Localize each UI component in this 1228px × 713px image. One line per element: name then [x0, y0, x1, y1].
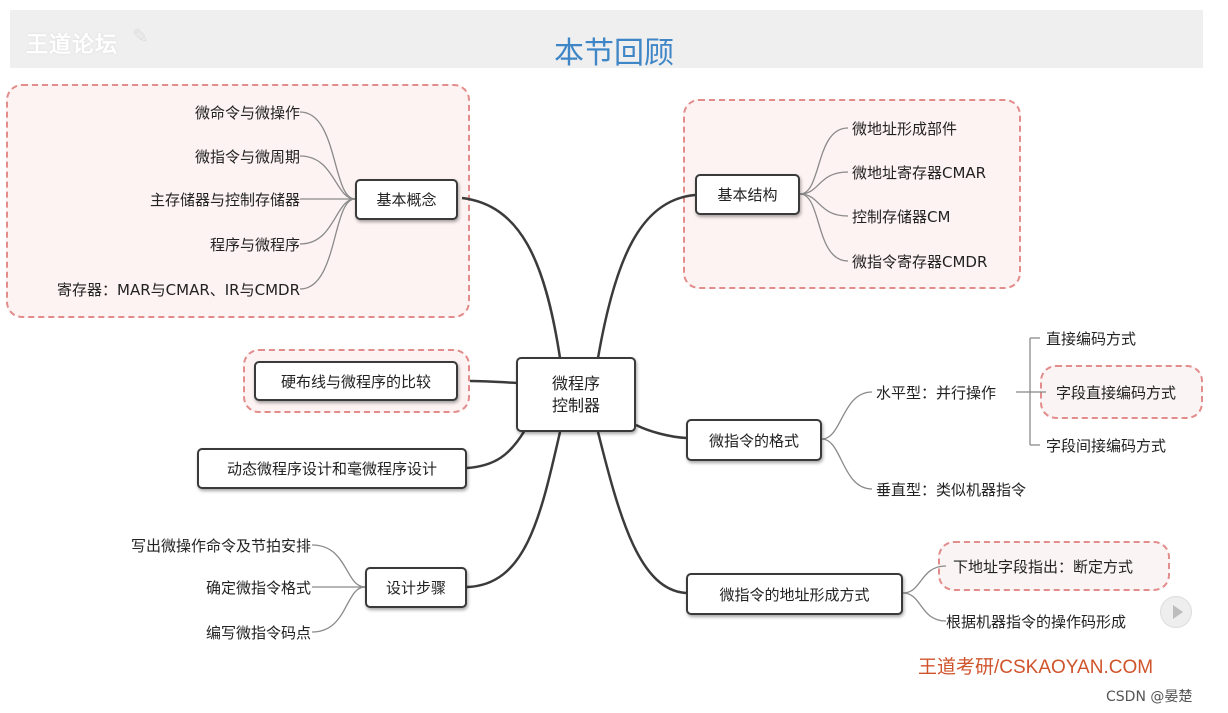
structure-item-1: 微地址形成部件 — [852, 120, 958, 138]
center-node: 微程序 控制器 — [516, 357, 636, 432]
concept-item-5: 寄存器：MAR与CMAR、IR与CMDR — [57, 281, 300, 299]
horizontal-item-2: 字段直接编码方式 — [1056, 384, 1177, 402]
center-line-2: 控制器 — [551, 395, 600, 415]
dynamic-node: 动态微程序设计和毫微程序设计 — [197, 448, 467, 489]
basic-concepts-node: 基本概念 — [355, 179, 458, 220]
line-center-compare — [469, 379, 518, 385]
concept-item-1: 微命令与微操作 — [194, 104, 300, 122]
concept-item-2: 微指令与微周期 — [194, 148, 300, 166]
line-center-basic-concepts — [461, 196, 562, 359]
watermark-signature: ✎ — [132, 24, 149, 48]
addressing-item-1: 下地址字段指出：断定方式 — [953, 558, 1134, 576]
field-direct-group — [1040, 365, 1203, 419]
design-item-3: 编写微指令码点 — [205, 624, 311, 642]
addressing-item-2: 根据机器指令的操作码形成 — [946, 613, 1127, 631]
horizontal-item-3: 字段间接编码方式 — [1046, 437, 1167, 455]
center-line-1: 微程序 — [551, 373, 600, 393]
design-steps-node: 设计步骤 — [365, 567, 467, 608]
structure-item-2: 微地址寄存器CMAR — [852, 164, 987, 182]
brand-text: 王道考研/CSKAOYAN.COM — [918, 657, 1154, 678]
format-horizontal: 水平型：并行操作 — [876, 384, 997, 402]
watermark: 王道论坛 — [26, 33, 119, 58]
horizontal-item-1: 直接编码方式 — [1046, 330, 1137, 348]
design-item-1: 写出微操作命令及节拍安排 — [130, 537, 311, 555]
format-node: 微指令的格式 — [686, 419, 822, 461]
line-center-format — [635, 423, 687, 440]
compare-node: 硬布线与微程序的比较 — [254, 361, 458, 401]
line-center-dynamic — [466, 429, 527, 470]
line-center-design — [466, 431, 562, 589]
structure-item-3: 控制存储器CM — [852, 208, 951, 226]
page-title: 本节回顾 — [554, 36, 674, 71]
header-bar — [10, 10, 1203, 68]
format-vertical: 垂直型：类似机器指令 — [876, 481, 1027, 499]
design-item-2: 确定微指令格式 — [205, 579, 311, 597]
line-center-structure — [596, 193, 696, 359]
basic-structure-node: 基本结构 — [695, 174, 800, 215]
csdn-credit: CSDN @晏楚 — [1106, 689, 1193, 705]
play-icon[interactable] — [1160, 596, 1192, 628]
line-center-addressing — [596, 431, 687, 595]
addressing-node: 微指令的地址形成方式 — [686, 573, 903, 615]
structure-item-4: 微指令寄存器CMDR — [852, 253, 988, 271]
concept-item-4: 程序与微程序 — [209, 236, 300, 254]
next-address-group — [938, 541, 1170, 591]
concept-item-3: 主存储器与控制存储器 — [149, 191, 300, 209]
